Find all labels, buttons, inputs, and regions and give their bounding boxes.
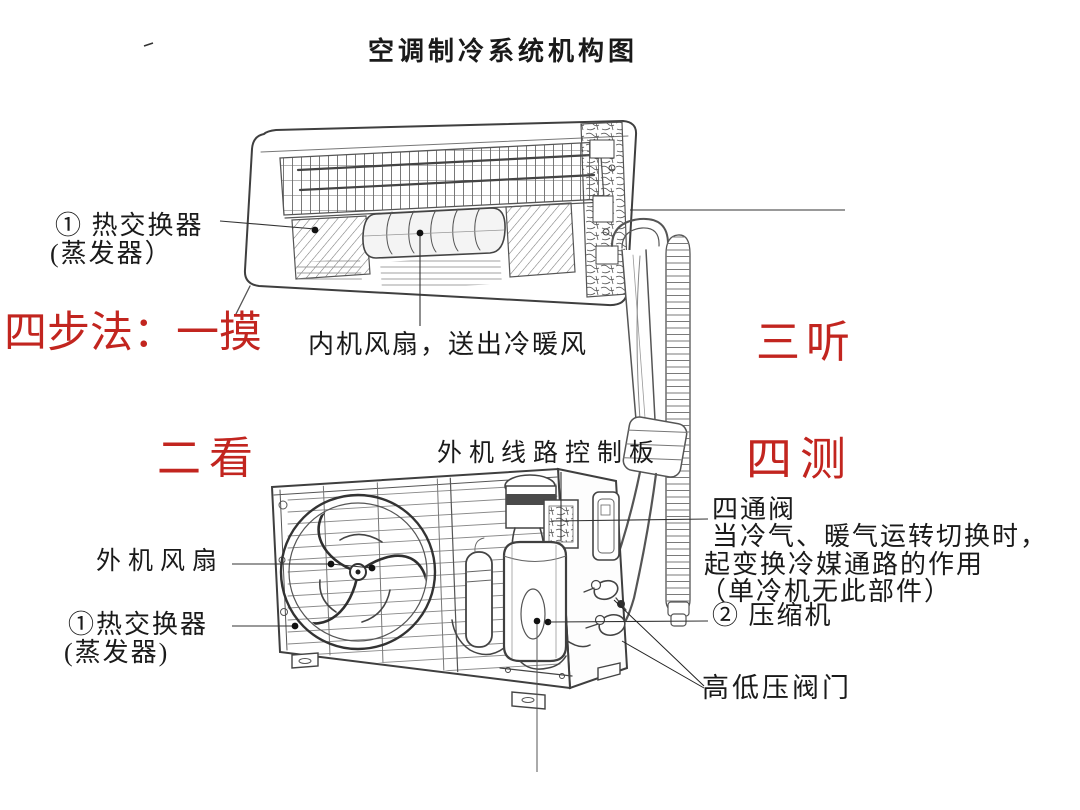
indoor-fan-label: 内机风扇，送出冷暖风 <box>308 330 589 359</box>
annotation-step-three-listen: 三听 <box>756 318 856 367</box>
refrigerant-pipes-drawing <box>598 217 691 627</box>
outdoor-heat-exchanger-label: ①热交换器 <box>68 610 209 639</box>
compressor-label: ② 压缩机 <box>712 601 833 630</box>
annotation-step-four-measure: 四测 <box>746 434 854 485</box>
page-title: 空调制冷系统机构图 <box>368 37 639 66</box>
indoor-heat-exchanger-label: ① 热交换器 <box>55 211 204 240</box>
four-way-valve-desc-line2: 起变换冷媒通路的作用 <box>704 550 985 579</box>
outdoor-fan-label: 外机风扇 <box>96 548 225 575</box>
service-valves-drawing <box>583 579 627 637</box>
annotation-step-two-look: 二看 <box>157 434 261 483</box>
four-way-valve-desc-line1: 当冷气、暖气运转切换时， <box>712 522 1049 551</box>
outdoor-unit-drawing <box>270 467 629 710</box>
callout-lines <box>143 42 845 772</box>
four-way-valve-label: 四通阀 <box>712 495 797 524</box>
four-way-valve-desc-line3: （单冷机无此部件） <box>700 577 953 606</box>
high-low-pressure-valves-label: 高低压阀门 <box>702 673 852 703</box>
outdoor-heat-exchanger-sub-label: (蒸发器) <box>64 638 170 667</box>
indoor-heat-exchanger-sub-label: (蒸发器） <box>50 239 173 268</box>
indoor-unit-drawing <box>235 119 638 315</box>
outdoor-control-board-label: 外机线路控制板 <box>437 440 662 467</box>
annotation-four-step-method: 四步法：一摸 <box>4 310 262 357</box>
